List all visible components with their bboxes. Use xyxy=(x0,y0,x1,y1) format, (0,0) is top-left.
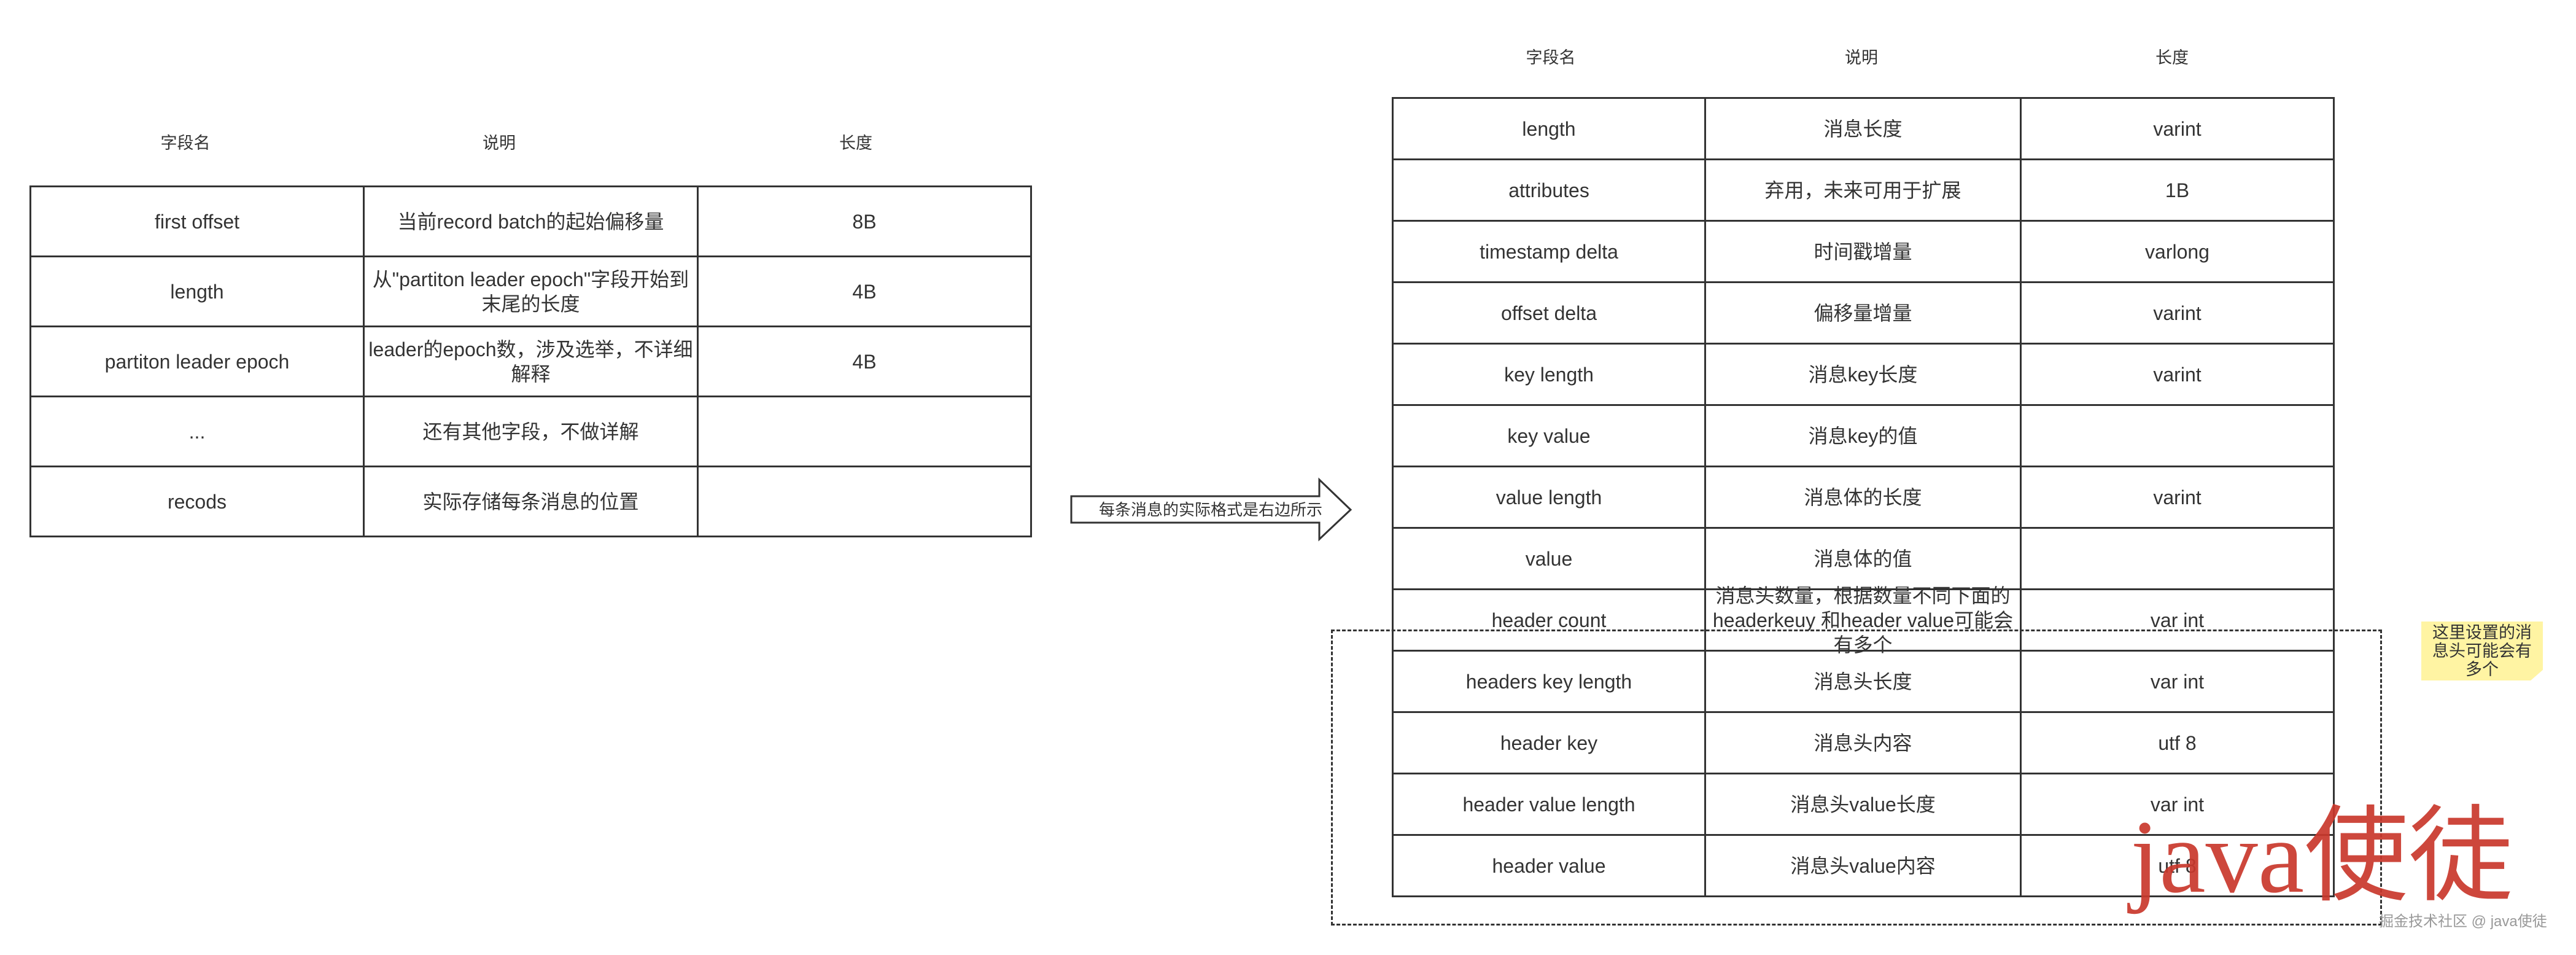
description-cell: 消息头value内容 xyxy=(1706,836,2022,897)
description-cell: 弃用，未来可用于扩展 xyxy=(1706,160,2022,222)
length-cell: 8B xyxy=(699,187,1032,257)
field-name-cell: ... xyxy=(31,397,365,467)
description-cell: 消息头value长度 xyxy=(1706,774,2022,836)
table-row: header value length 消息头value长度 var int xyxy=(1394,774,2335,836)
description-cell: 消息头长度 xyxy=(1706,652,2022,713)
table-row: length 消息长度 varint xyxy=(1394,99,2335,160)
description-cell: 当前record batch的起始偏移量 xyxy=(365,187,699,257)
description-cell: 消息key的值 xyxy=(1706,406,2022,467)
table-row: header key 消息头内容 utf 8 xyxy=(1394,713,2335,774)
description-cell: 消息头数量，根据数量不同下面的headerkeuy 和header value可… xyxy=(1706,585,2022,656)
length-cell: varint xyxy=(2022,467,2335,529)
field-name-cell: key length xyxy=(1394,345,1706,406)
length-cell: 4B xyxy=(699,327,1032,397)
description-cell: 时间戳增量 xyxy=(1706,222,2022,283)
description-cell: 从"partiton leader epoch"字段开始到末尾的长度 xyxy=(365,257,699,327)
table-row: attributes 弃用，未来可用于扩展 1B xyxy=(1394,160,2335,222)
left-header-field-name: 字段名 xyxy=(160,134,211,152)
field-name-cell: header count xyxy=(1394,590,1706,652)
field-name-cell: first offset xyxy=(31,187,365,257)
table-row: headers key length 消息头长度 var int xyxy=(1394,652,2335,713)
field-name-cell: value length xyxy=(1394,467,1706,529)
field-name-cell: header value xyxy=(1394,836,1706,897)
description-cell: 消息体的长度 xyxy=(1706,467,2022,529)
table-row: length 从"partiton leader epoch"字段开始到末尾的长… xyxy=(31,257,1032,327)
field-name-cell: header value length xyxy=(1394,774,1706,836)
field-name-cell: recods xyxy=(31,467,365,537)
table-row: header value 消息头value内容 utf 8 xyxy=(1394,836,2335,897)
length-cell xyxy=(2022,406,2335,467)
right-arrow-shape xyxy=(1070,477,1352,542)
field-name-cell: key value xyxy=(1394,406,1706,467)
arrow-outline xyxy=(1070,477,1352,542)
table-row: value 消息体的值 xyxy=(1394,529,2335,590)
length-cell: utf 8 xyxy=(2022,713,2335,774)
length-cell: var int xyxy=(2022,590,2335,652)
table-row: recods 实际存储每条消息的位置 xyxy=(31,467,1032,537)
length-cell xyxy=(699,397,1032,467)
description-cell: 消息长度 xyxy=(1706,99,2022,160)
table-row: first offset 当前record batch的起始偏移量 8B xyxy=(31,187,1032,257)
length-cell: varint xyxy=(2022,345,2335,406)
right-header-field-name: 字段名 xyxy=(1526,49,1576,67)
length-cell: var int xyxy=(2022,652,2335,713)
table-row: value length 消息体的长度 varint xyxy=(1394,467,2335,529)
field-name-cell: value xyxy=(1394,529,1706,590)
length-cell: var int xyxy=(2022,774,2335,836)
table-row: partiton leader epoch leader的epoch数，涉及选举… xyxy=(31,327,1032,397)
length-cell: varlong xyxy=(2022,222,2335,283)
watermark-site-text: 掘金技术社区 @ java使徒 xyxy=(2379,913,2547,930)
length-cell: 4B xyxy=(699,257,1032,327)
record-batch-table: first offset 当前record batch的起始偏移量 8B len… xyxy=(29,185,1032,537)
field-name-cell: timestamp delta xyxy=(1394,222,1706,283)
length-cell: 1B xyxy=(2022,160,2335,222)
table-row: offset delta 偏移量增量 varint xyxy=(1394,283,2335,345)
table-row: ... 还有其他字段，不做详解 xyxy=(31,397,1032,467)
left-header-length: 长度 xyxy=(839,134,872,152)
length-cell xyxy=(2022,529,2335,590)
description-cell: 还有其他字段，不做详解 xyxy=(365,397,699,467)
table-row: key length 消息key长度 varint xyxy=(1394,345,2335,406)
description-cell: 偏移量增量 xyxy=(1706,283,2022,345)
length-cell: varint xyxy=(2022,283,2335,345)
arrow-label: 每条消息的实际格式是右边所示 xyxy=(1098,501,1322,519)
left-header-description: 说明 xyxy=(483,134,516,152)
field-name-cell: header key xyxy=(1394,713,1706,774)
field-name-cell: offset delta xyxy=(1394,283,1706,345)
field-name-cell: headers key length xyxy=(1394,652,1706,713)
description-cell: 实际存储每条消息的位置 xyxy=(365,467,699,537)
record-format-table: length 消息长度 varint attributes 弃用，未来可用于扩展… xyxy=(1392,97,2335,897)
right-header-length: 长度 xyxy=(2155,49,2189,67)
watermark-logo: java使徒 xyxy=(2130,799,2513,914)
description-cell: 消息体的值 xyxy=(1706,529,2022,590)
length-cell: utf 8 xyxy=(2022,836,2335,897)
table-row: key value 消息key的值 xyxy=(1394,406,2335,467)
field-name-cell: attributes xyxy=(1394,160,1706,222)
length-cell: varint xyxy=(2022,99,2335,160)
description-cell: 消息key长度 xyxy=(1706,345,2022,406)
field-name-cell: length xyxy=(31,257,365,327)
table-row: timestamp delta 时间戳增量 varlong xyxy=(1394,222,2335,283)
field-name-cell: length xyxy=(1394,99,1706,160)
right-header-description: 说明 xyxy=(1845,49,1878,67)
sticky-note: 这里设置的消息头可能会有多个 xyxy=(2421,622,2543,680)
description-cell: 消息头内容 xyxy=(1706,713,2022,774)
field-name-cell: partiton leader epoch xyxy=(31,327,365,397)
description-cell: leader的epoch数，涉及选举，不详细解释 xyxy=(365,327,699,397)
length-cell xyxy=(699,467,1032,537)
table-row: header count 消息头数量，根据数量不同下面的headerkeuy 和… xyxy=(1394,585,2335,656)
